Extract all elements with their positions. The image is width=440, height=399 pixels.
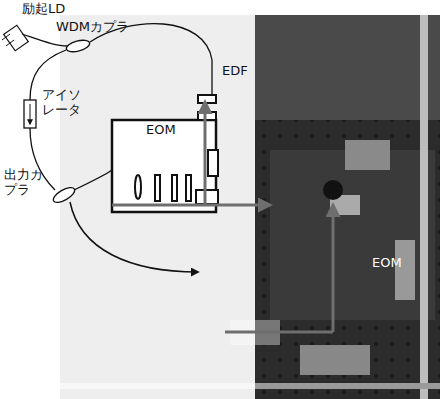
component-label: EOM [146,122,176,137]
part-label: 励起LD [22,2,65,17]
eom-box: EOM [112,120,216,212]
part-label: アイソレータ [42,88,82,118]
part-label: WDMカプラ [56,20,129,35]
part-label: EOM [372,256,402,271]
part-label: 出力カプラ [4,168,44,198]
part-label: EDF [222,64,248,79]
